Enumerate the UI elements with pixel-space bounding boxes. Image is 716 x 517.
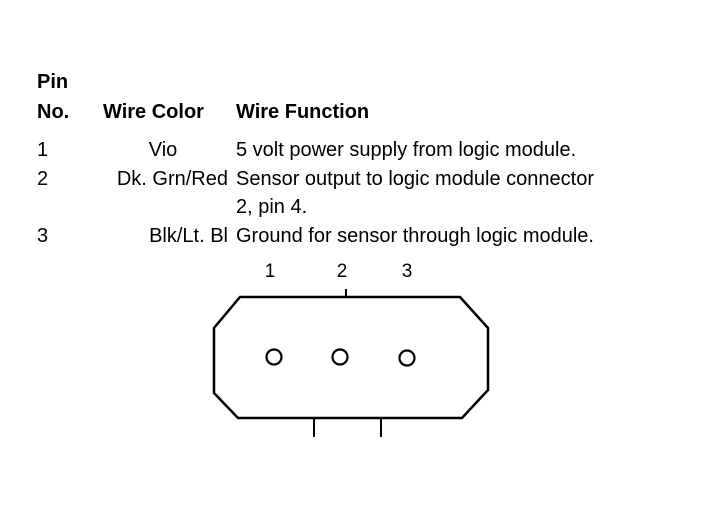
row-2-color: Dk. Grn/Red [116, 168, 228, 190]
row-1-color: Vio [148, 139, 178, 161]
connector-pin-label-2: 2 [337, 261, 348, 282]
header-wire-function: Wire Function [236, 101, 370, 123]
header-pin-line2: No. [37, 101, 70, 123]
header-wire-color: Wire Color [103, 101, 204, 123]
row-1-pin: 1 [37, 139, 49, 161]
row-3-pin: 3 [37, 225, 49, 247]
connector-body-outline [212, 295, 490, 420]
connector-pin-label-1: 1 [265, 261, 276, 282]
connector-pin-hole-2 [331, 348, 349, 366]
row-3-function: Ground for sensor through logic module. [236, 225, 594, 247]
connector-pin-hole-3 [398, 349, 416, 367]
connector-pin-label-3: 3 [402, 261, 413, 282]
header-pin-line1: Pin [37, 71, 69, 93]
row-2-function: Sensor output to logic module connector [236, 168, 594, 190]
connector-pin-hole-1 [265, 348, 283, 366]
row-2-function-continued: 2, pin 4. [236, 196, 308, 218]
pin-table: Pin No. Wire Color Wire Function 1 Vio 5… [37, 71, 594, 247]
row-2-pin: 2 [37, 168, 49, 190]
row-3-color: Blk/Lt. Bl [149, 225, 228, 247]
row-1-function: 5 volt power supply from logic module. [236, 139, 577, 161]
